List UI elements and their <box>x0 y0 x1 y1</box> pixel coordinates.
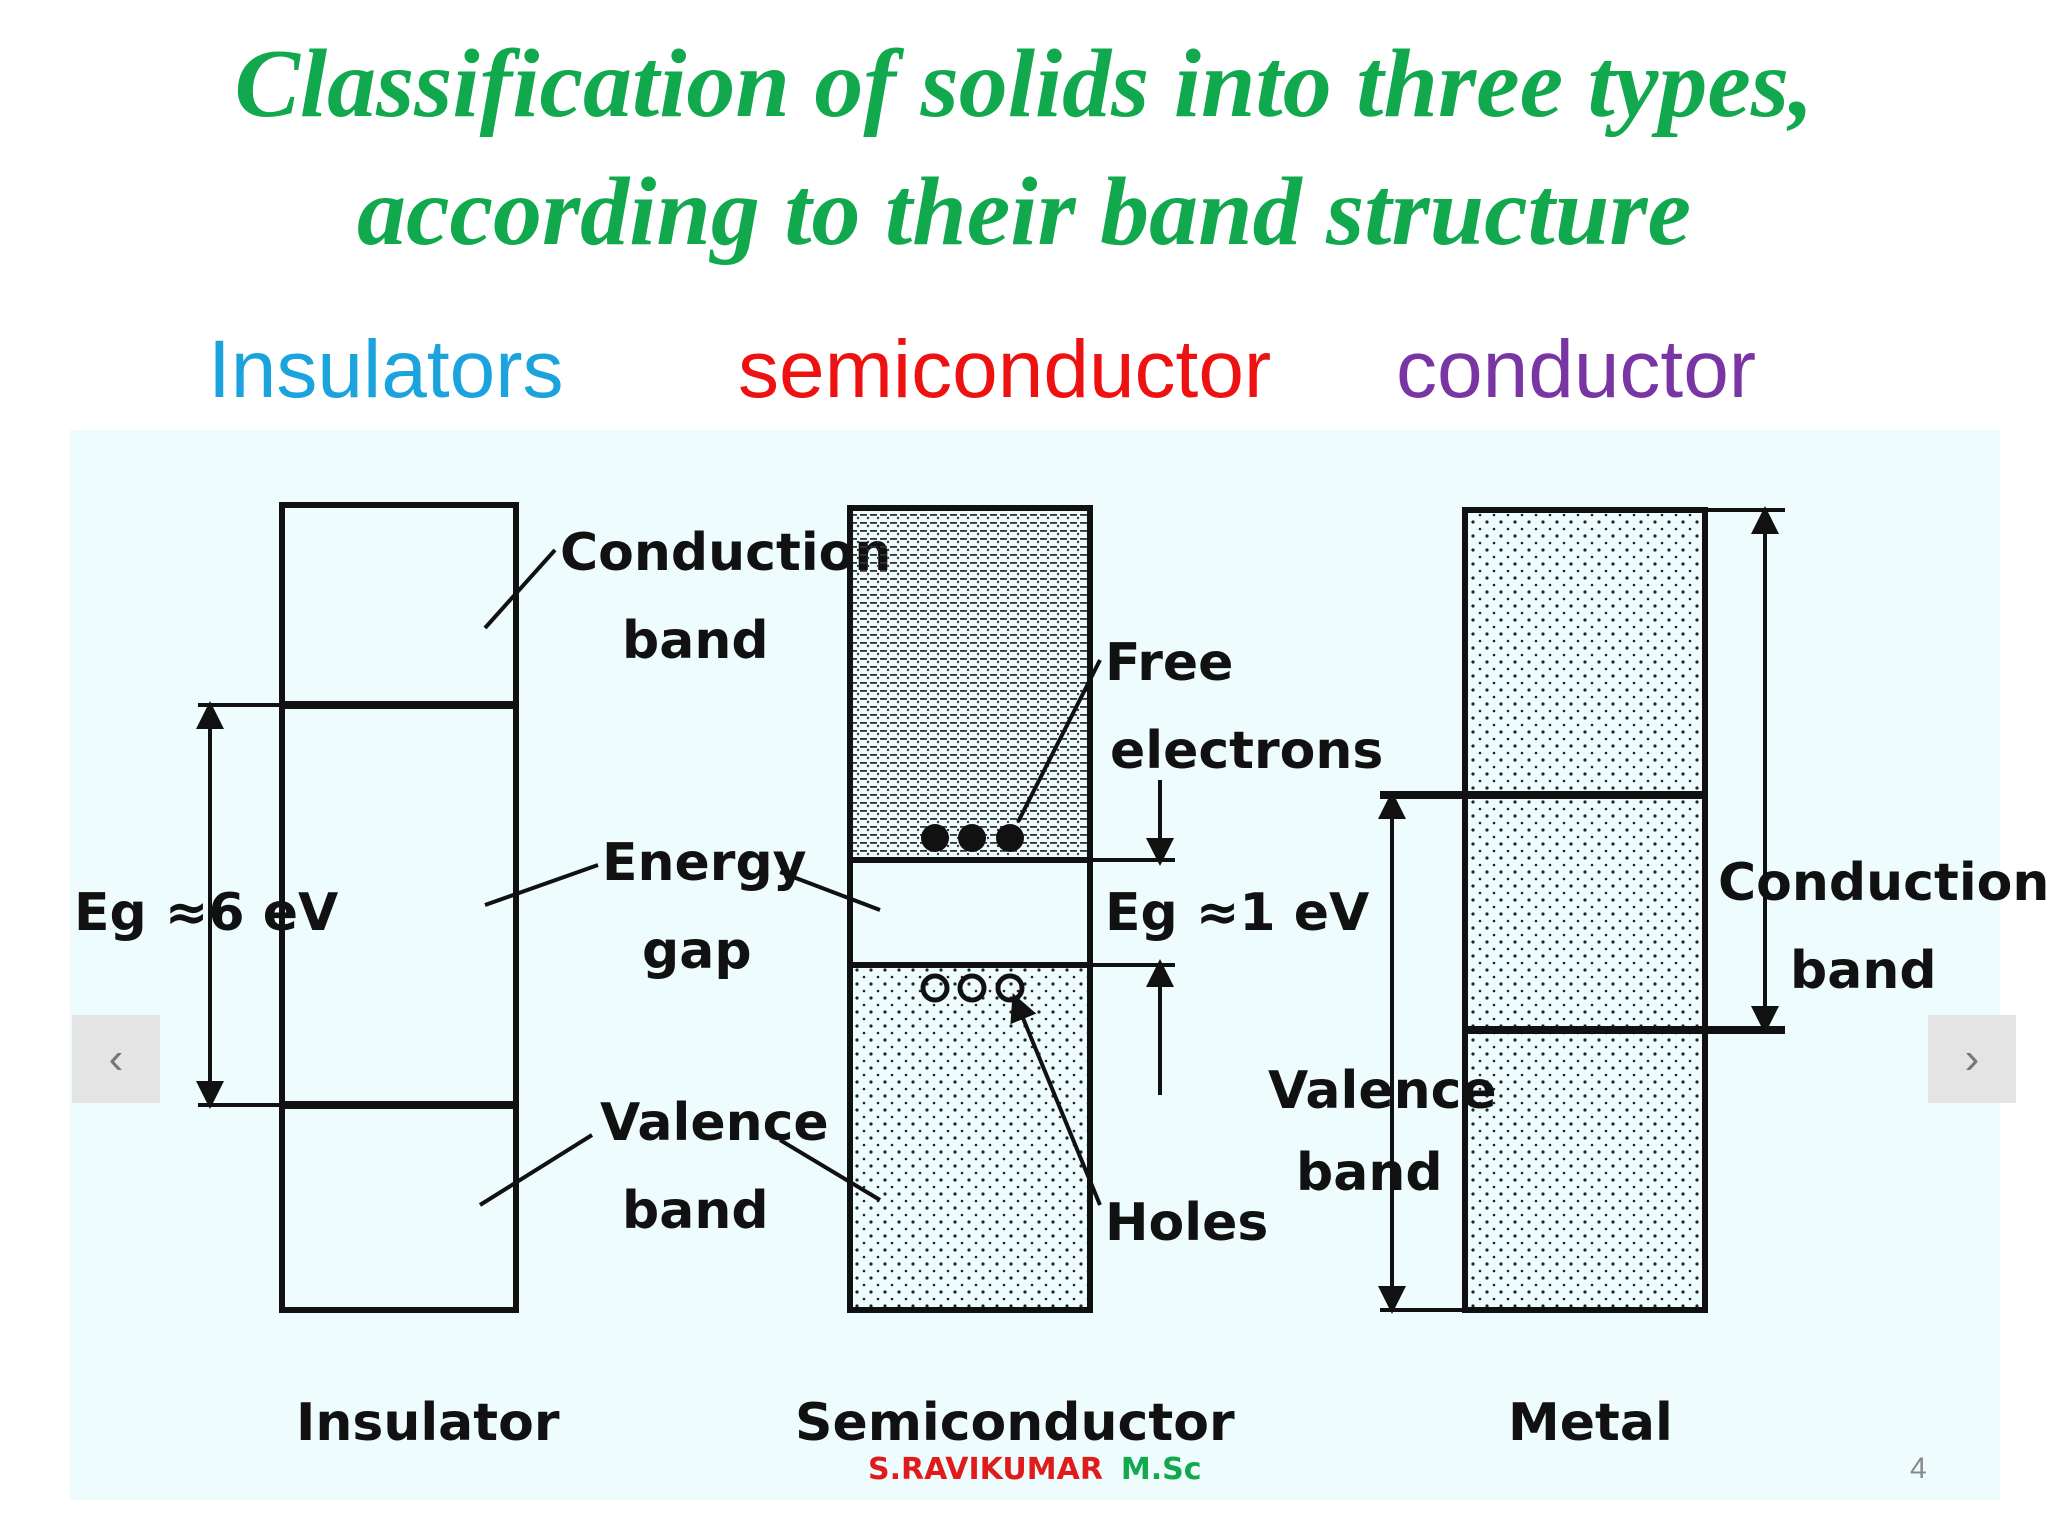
pointer-line <box>778 1138 882 1202</box>
label-holes: Holes <box>1105 1193 1268 1253</box>
label-valence: Valence <box>1268 1061 1497 1121</box>
pointer-line <box>478 1133 594 1207</box>
insulator-name: Insulator <box>296 1393 560 1453</box>
type-semiconductor: semiconductor <box>738 324 1272 415</box>
hole <box>995 973 1025 1003</box>
free-electron <box>958 824 986 852</box>
title-line-1: Classification of solids into three type… <box>234 30 1814 138</box>
label-valence: Valence <box>600 1093 829 1153</box>
insulator-gap-label: Eg ≈6 eV <box>74 883 338 943</box>
semiconductor-valence-band <box>850 965 1090 1310</box>
pointer-line <box>483 548 557 630</box>
label-band: band <box>622 611 769 671</box>
free-electron <box>996 824 1024 852</box>
label-conduction: Conduction <box>1718 853 2048 913</box>
label-free: Free <box>1105 633 1233 693</box>
label-band: band <box>622 1181 769 1241</box>
pointer-line <box>484 863 599 907</box>
next-slide-button[interactable]: › <box>1928 1015 2016 1103</box>
semiconductor-diagram: Free electrons Eg ≈1 eV Holes Semiconduc… <box>778 505 1383 1453</box>
metal-box <box>1462 507 1708 1313</box>
chevron-right-icon: › <box>1964 1034 1980 1083</box>
chevron-left-icon: ‹ <box>108 1034 124 1083</box>
label-electrons: electrons <box>1110 721 1383 781</box>
label-gap: gap <box>642 921 752 981</box>
free-electron <box>921 824 949 852</box>
type-insulators: Insulators <box>208 324 564 415</box>
author-degree: M.Sc <box>1120 1452 1202 1487</box>
semiconductor-box <box>847 505 1093 1313</box>
title-line-2: according to their band structure <box>356 158 1692 266</box>
hole <box>957 973 987 1003</box>
page-number: 4 <box>1910 1452 1927 1485</box>
hole <box>920 973 950 1003</box>
semiconductor-gap-label: Eg ≈1 eV <box>1105 883 1369 943</box>
type-conductor: conductor <box>1396 324 1757 415</box>
semiconductor-conduction-band <box>850 508 1090 860</box>
slide-title: Classification of solids into three type… <box>0 20 2048 276</box>
pointer-line <box>779 870 881 912</box>
prev-slide-button[interactable]: ‹ <box>72 1015 160 1103</box>
metal-name: Metal <box>1508 1393 1673 1453</box>
metal-diagram: Conduction band Valence band Metal <box>1268 506 2048 1453</box>
author-credit: S.RAVIKUMAR M.Sc <box>868 1452 1202 1487</box>
insulator-diagram: Conduction band Energy gap Valence band … <box>74 502 891 1453</box>
insulator-box <box>279 502 519 1313</box>
label-band: band <box>1296 1143 1443 1203</box>
pointer-line <box>1016 659 1102 823</box>
author-name: S.RAVIKUMAR <box>868 1452 1103 1487</box>
metal-band-fill <box>1465 510 1705 1310</box>
label-conduction: Conduction <box>560 523 891 583</box>
semiconductor-name: Semiconductor <box>795 1393 1235 1453</box>
pointer-line <box>1010 993 1102 1206</box>
label-energy: Energy <box>602 833 807 893</box>
label-band: band <box>1790 941 1937 1001</box>
